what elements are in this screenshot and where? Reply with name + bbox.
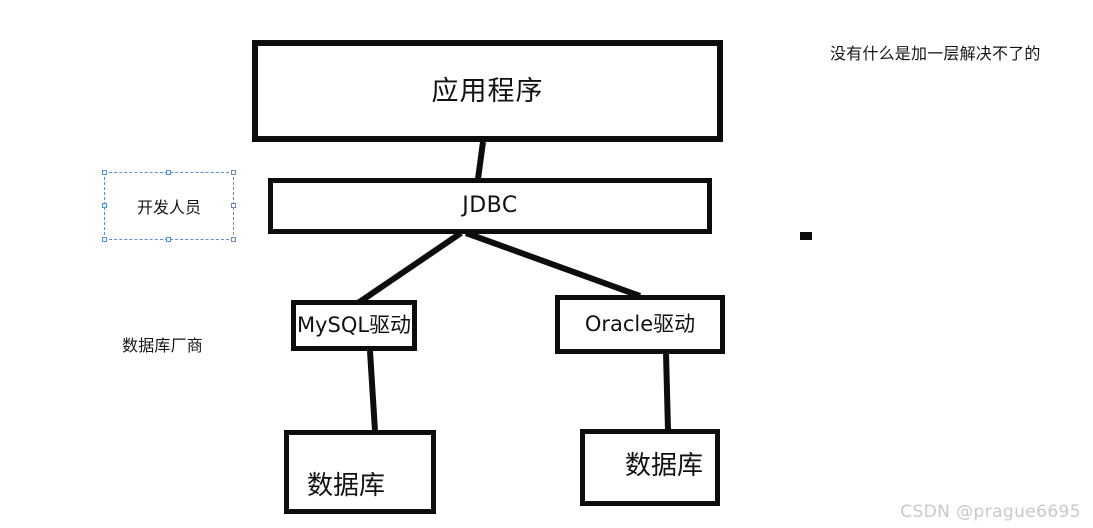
resize-handle-ne[interactable] [231, 170, 236, 175]
node-application[interactable]: 应用程序 [252, 40, 723, 142]
node-jdbc-label: JDBC [462, 193, 518, 218]
textbox-developer-label: 开发人员 [136, 198, 201, 217]
connector-mysql-to-database-left [367, 350, 378, 432]
node-database-left-label: 数据库 [307, 471, 386, 501]
node-database-right[interactable]: 数据库 [580, 429, 720, 506]
resize-handle-n[interactable] [166, 170, 171, 175]
resize-handle-e[interactable] [231, 203, 236, 208]
resize-handle-nw[interactable] [102, 170, 107, 175]
node-jdbc[interactable]: JDBC [268, 178, 712, 234]
resize-handle-se[interactable] [231, 237, 236, 242]
annotation-database-vendor[interactable]: 数据库厂商 [122, 332, 203, 356]
resize-handle-sw[interactable] [102, 237, 107, 242]
node-database-right-label: 数据库 [624, 450, 703, 481]
annotation-database-vendor-label: 数据库厂商 [122, 336, 204, 355]
node-oracle-driver-label: Oracle驱动 [584, 312, 696, 336]
resize-handle-s[interactable] [166, 237, 171, 242]
annotation-layer-note[interactable]: 没有什么是加一层解决不了的 [830, 40, 1041, 64]
node-mysql-driver-label: MySQL驱动 [296, 313, 412, 337]
connector-jdbc-to-mysql [356, 230, 463, 306]
textbox-developer-selected[interactable]: 开发人员 [102, 170, 236, 242]
node-application-label: 应用程序 [431, 75, 544, 107]
resize-handle-w[interactable] [102, 203, 107, 208]
connector-oracle-to-database-right [663, 352, 671, 431]
connector-jdbc-to-oracle [464, 230, 642, 299]
csdn-watermark-text: CSDN @prague6695 [900, 502, 1081, 522]
csdn-watermark: CSDN @prague6695 [900, 502, 1081, 522]
node-database-left[interactable]: 数据库 [284, 430, 436, 514]
node-oracle-driver[interactable]: Oracle驱动 [555, 295, 725, 354]
annotation-layer-note-label: 没有什么是加一层解决不了的 [830, 44, 1041, 63]
stray-mark-artifact [800, 232, 812, 240]
node-mysql-driver[interactable]: MySQL驱动 [291, 300, 417, 351]
connector-app-to-jdbc [475, 141, 486, 180]
